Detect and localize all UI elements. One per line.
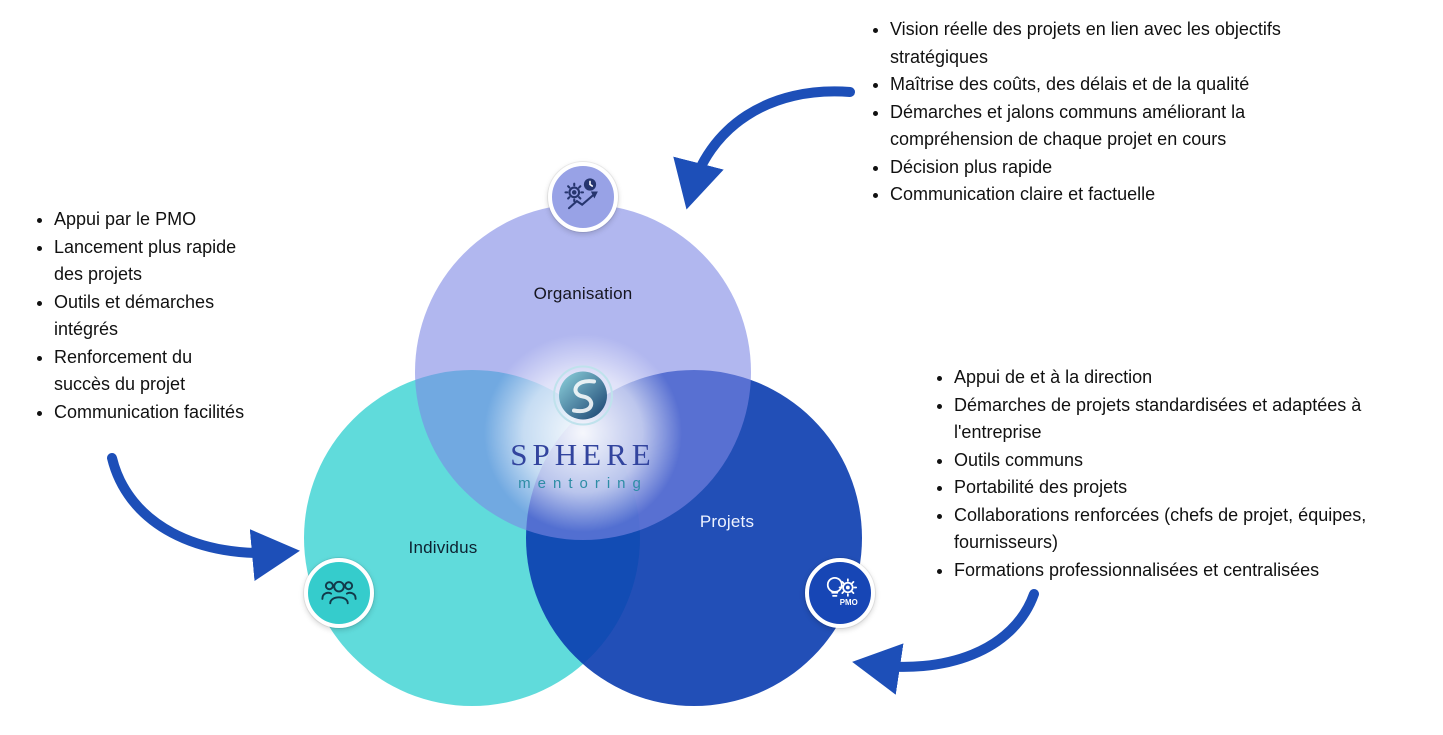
- curved-arrow-organisation-icon: [673, 86, 855, 210]
- pmo-badge: PMO: [805, 558, 875, 628]
- bullet-item: Démarches et jalons communs améliorant l…: [890, 99, 1296, 154]
- gear-clock-growth-icon: [562, 174, 604, 221]
- bullet-item: Vision réelle des projets en lien avec l…: [890, 16, 1296, 71]
- logo-subtitle: mentoring: [518, 475, 648, 492]
- organisation-benefits-list: Vision réelle des projets en lien avec l…: [866, 16, 1296, 209]
- individus-label: Individus: [408, 538, 478, 557]
- bullet-item: Outils et démarches intégrés: [54, 289, 250, 344]
- bullet-item: Appui de et à la direction: [954, 364, 1426, 392]
- bullet-item: Communication facilités: [54, 399, 250, 427]
- pmo-badge-label: PMO: [840, 598, 858, 607]
- organisation-label: Organisation: [533, 284, 633, 303]
- bullet-item: Maîtrise des coûts, des délais et de la …: [890, 71, 1296, 99]
- projets-label: Projets: [699, 512, 755, 531]
- bullet-item: Outils communs: [954, 447, 1426, 475]
- individus-benefits-list: Appui par le PMOLancement plus rapide de…: [30, 206, 250, 426]
- pmo-gear-bulb-icon: PMO: [819, 570, 861, 617]
- projets-benefits-list: Appui de et à la directionDémarches de p…: [930, 364, 1426, 584]
- curved-arrow-individus-icon: [107, 453, 300, 581]
- bullet-item: Formations professionnalisées et central…: [954, 557, 1426, 585]
- logo-title: SPHERE: [510, 437, 656, 472]
- sphere-logo-icon: [552, 365, 614, 432]
- bullet-item: Portabilité des projets: [954, 474, 1426, 502]
- organisation-badge: [548, 162, 618, 232]
- bullet-item: Renforcement du succès du projet: [54, 344, 250, 399]
- center-glow: [483, 333, 683, 533]
- individus-badge: [304, 558, 374, 628]
- bullet-item: Appui par le PMO: [54, 206, 250, 234]
- bullet-item: Communication claire et factuelle: [890, 181, 1296, 209]
- bullet-item: Démarches de projets standardisées et ad…: [954, 392, 1426, 447]
- bullet-item: Lancement plus rapide des projets: [54, 234, 250, 289]
- people-group-icon: [318, 570, 360, 617]
- bullet-item: Collaborations renforcées (chefs de proj…: [954, 502, 1426, 557]
- curved-arrow-projets-icon: [852, 589, 1039, 695]
- bullet-item: Décision plus rapide: [890, 154, 1296, 182]
